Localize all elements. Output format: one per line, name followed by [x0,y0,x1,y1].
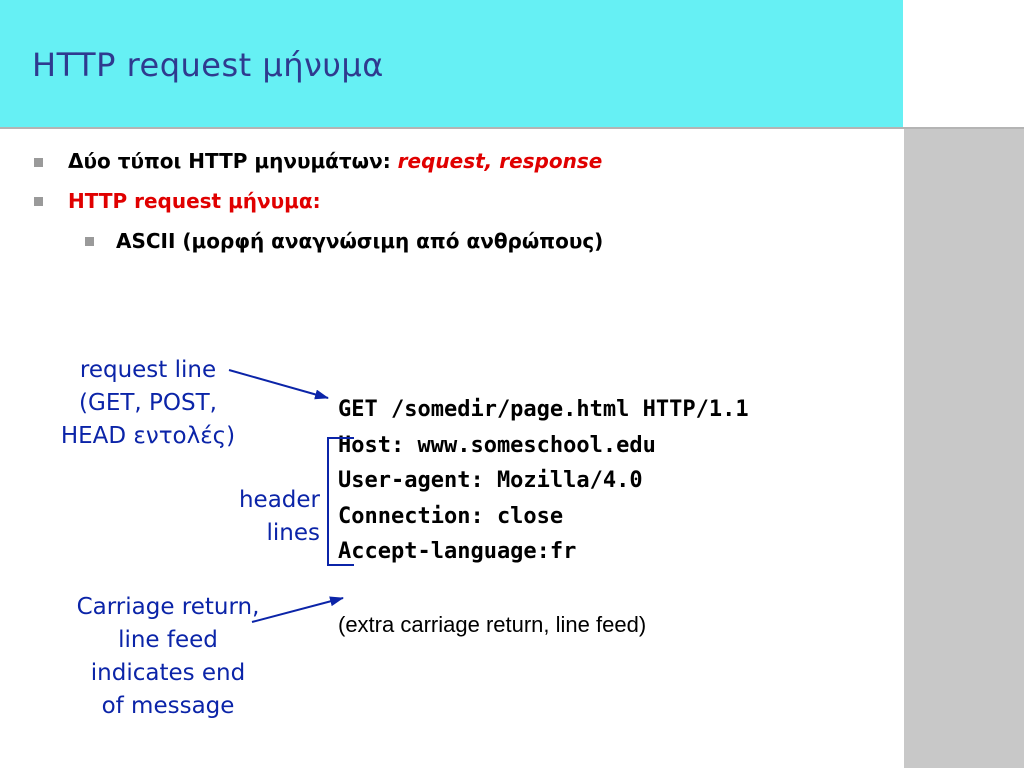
bullet-marker-icon [34,158,43,167]
sub-bullet-marker-icon [85,237,94,246]
carriage-return-label: Carriage return, line feed indicates end… [48,591,288,723]
sub-bullet-ascii: ASCII (μορφή αναγνώσιμη από ανθρώπους) [116,229,604,253]
label-line: header [238,487,320,513]
header-line: Connection: close [338,503,564,529]
label-line: request line [79,357,217,383]
title-divider [0,127,1024,129]
header-line: User-agent: Mozilla/4.0 [338,468,643,493]
bullet-text: Δύο τύποι HTTP μηνυμάτων: [68,149,398,173]
label-line: line feed [118,627,218,653]
header-lines-bracket-icon [327,437,354,566]
label-line: (GET, POST, [79,390,217,416]
bullet-message-types: Δύο τύποι HTTP μηνυμάτων: request, respo… [68,149,602,173]
side-bar [904,129,1024,768]
header-lines-label: header lines [210,484,320,550]
title-bar [0,0,903,127]
request-line-label: request line (GET, POST, HEAD εντολές) [48,354,248,453]
label-line: HEAD εντολές) [60,423,236,449]
request-line: GET /somedir/page.html HTTP/1.1 [338,397,749,422]
extra-note: (extra carriage return, line feed) [338,612,647,637]
bullet-marker-icon [34,197,43,206]
header-line: Accept-language:fr [338,539,577,564]
request-line-arrow-icon [228,369,329,400]
http-request-code: GET /somedir/page.html HTTP/1.1 Host: ww… [338,392,749,570]
label-line: lines [266,520,321,546]
title-bar-right-panel [903,0,1024,127]
bullet-request-message: HTTP request μήνυμα: [68,189,321,213]
label-line: of message [101,693,235,719]
carriage-return-arrow-icon [251,596,344,623]
header-line: Host: www.someschool.edu [338,432,656,458]
label-line: Carriage return, [76,594,260,620]
bullet-highlight: request, response [397,149,603,173]
label-line: indicates end [90,660,246,686]
slide-title: HTTP request μήνυμα [32,46,384,84]
